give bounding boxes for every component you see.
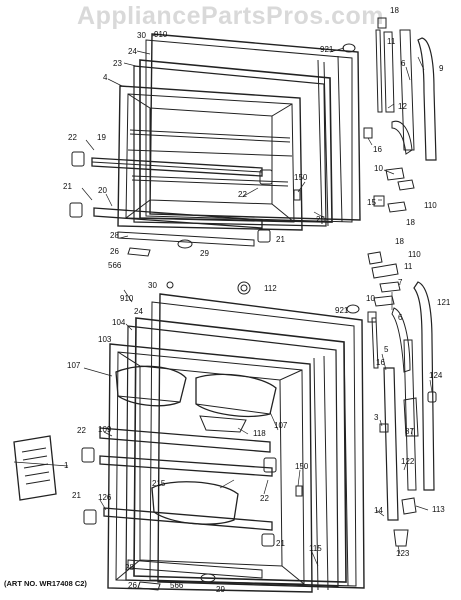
upper-hinge-parts: [342, 17, 437, 213]
callout-label: 26: [128, 581, 137, 590]
callout-label: 22: [77, 426, 86, 435]
callout-label: 110: [408, 250, 421, 259]
callout-label: 107: [274, 421, 288, 430]
callout-label: 21: [276, 235, 285, 244]
callout-label: 566: [108, 261, 122, 270]
callout-label: 25: [316, 215, 325, 224]
callout-label: 21: [276, 539, 285, 548]
callout-label: 28: [125, 563, 134, 572]
callout-label: 26: [110, 247, 119, 256]
callout-label: 24: [128, 47, 137, 56]
callout-label: 4: [103, 73, 108, 82]
callout-label: 109: [98, 425, 112, 434]
callout-label: 11: [387, 37, 396, 46]
callout-label: 9: [439, 64, 444, 73]
callout-label: 910: [154, 30, 168, 39]
callout-label: 566: [170, 581, 184, 590]
callout-label: 29: [200, 249, 209, 258]
callout-label: 121: [437, 298, 451, 307]
callout-label: 921: [320, 45, 334, 54]
callout-label: 30: [137, 31, 146, 40]
callout-label: 10: [366, 294, 375, 303]
callout-label: 12: [398, 102, 407, 111]
callout-label: 18: [395, 237, 404, 246]
callout-label: 16: [376, 358, 385, 367]
callout-label: 124: [429, 371, 443, 380]
freezer-door-assembly: [69, 33, 361, 257]
leader-lines: [13, 33, 433, 567]
callout-label: 122: [401, 457, 415, 466]
callout-label: 19: [97, 133, 106, 142]
lower-hinge-parts: [367, 251, 437, 547]
callout-label: 107: [67, 361, 81, 370]
callout-label: 10: [374, 164, 383, 173]
callout-label: 113: [432, 505, 445, 514]
callout-label: 5: [384, 345, 389, 354]
callout-label: 126: [98, 493, 112, 502]
callout-label: 910: [120, 294, 134, 303]
literature-card: [13, 435, 57, 501]
fresh-food-door-assembly: [81, 281, 365, 593]
callout-label: 21: [63, 182, 72, 191]
callout-label: 22: [238, 190, 247, 199]
callout-label: 20: [98, 186, 107, 195]
callout-label: 28: [110, 231, 119, 240]
callout-label: 29: [216, 585, 225, 594]
callout-label: 123: [396, 549, 410, 558]
callout-label: 103: [98, 335, 112, 344]
callout-label: 3: [374, 413, 379, 422]
callout-label: 11: [404, 262, 413, 271]
callout-label: 110: [424, 201, 437, 210]
callout-label: 112: [264, 284, 277, 293]
callout-label: 16: [373, 145, 382, 154]
callout-label: 6: [401, 59, 406, 68]
callout-label: 22: [68, 133, 77, 142]
watermark: AppliancePartsPros.com: [77, 2, 384, 30]
callout-label: 15: [367, 198, 376, 207]
callout-label: 18: [406, 218, 415, 227]
callout-label: 1: [64, 461, 69, 470]
callout-label: 22: [260, 494, 269, 503]
callout-label: 150: [295, 462, 309, 471]
callout-label: 87: [405, 427, 414, 436]
callout-label: 21: [72, 491, 81, 500]
callout-label: 921: [335, 306, 349, 315]
callout-label: 14: [374, 506, 383, 515]
callout-label: 6: [398, 313, 403, 322]
callout-label: 30: [148, 281, 157, 290]
callout-label: 150: [294, 173, 308, 182]
callout-label: 7: [398, 278, 403, 287]
callout-label: 215: [152, 479, 166, 488]
callout-label: 115: [309, 544, 322, 553]
callout-label: 23: [113, 59, 122, 68]
callout-label: 18: [390, 6, 399, 15]
callout-label: 24: [134, 307, 143, 316]
callout-label: 118: [253, 429, 266, 438]
callout-labels: 18 30 910 24 23 921 11 6 9 4 12 22 19 16…: [63, 6, 451, 594]
callout-label: 104: [112, 318, 126, 327]
art-number: (ART NO. WR17408 C2): [4, 579, 87, 588]
